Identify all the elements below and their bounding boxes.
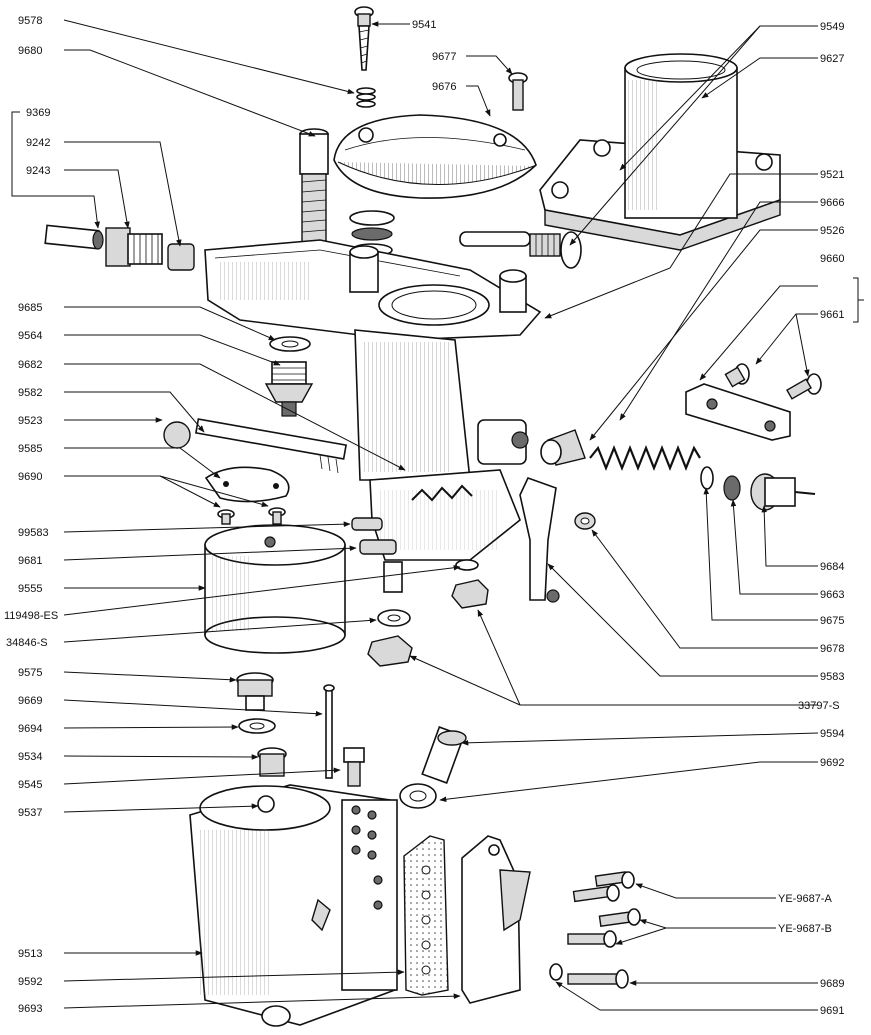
parts-artwork [44,6,822,1027]
leader-lines [11,19,864,1011]
label-9582: 9582 [18,387,42,399]
label-9681: 9681 [18,555,42,567]
label-9676: 9676 [432,81,456,93]
label-9555: 9555 [18,583,42,595]
cover-9676-drawing [333,114,537,199]
jets-lower-drawing [236,672,365,787]
label-9694: 9694 [18,723,42,735]
label-9549: 9549 [820,21,844,33]
label-9661: 9661 [820,309,844,321]
label-33797-S: 33797-S [798,700,840,712]
label-9583: 9583 [820,671,844,683]
label-119498-ES: 119498-ES [4,610,58,622]
label-9242: 9242 [26,137,50,149]
label-9369: 9369 [26,107,50,119]
label-9680: 9680 [18,45,42,57]
label-YE-9687-A: YE-9687-A [778,893,832,905]
label-9578: 9578 [18,15,42,27]
label-9692: 9692 [820,757,844,769]
label-9689: 9689 [820,978,844,990]
label-9534: 9534 [18,751,42,763]
label-9537: 9537 [18,807,42,819]
label-9682: 9682 [18,359,42,371]
label-9693: 9693 [18,1003,42,1015]
label-9521: 9521 [820,169,844,181]
label-9685: 9685 [18,302,42,314]
inlet-fittings-drawing [44,224,195,271]
throttle-spring-drawing [351,484,473,593]
label-9675: 9675 [820,615,844,627]
bracket-9660-drawing [685,363,822,441]
label-9585: 9585 [18,443,42,455]
label-9684: 9684 [820,561,844,573]
label-9513: 9513 [18,948,42,960]
stud-9680-drawing [299,128,329,243]
label-99583: 99583 [18,527,49,539]
label-9575: 9575 [18,667,42,679]
label-9690: 9690 [18,471,42,483]
screw-9677-drawing [508,72,528,111]
label-9627: 9627 [820,53,844,65]
needle-valve-drawing [459,231,582,269]
label-9669: 9669 [18,695,42,707]
washers-9578-drawing [356,87,376,108]
label-9592: 9592 [18,976,42,988]
shaft-9582-drawing [163,418,348,474]
screw-9541-drawing [354,6,374,71]
label-9243: 9243 [26,165,50,177]
label-9663: 9663 [820,589,844,601]
label-9678: 9678 [820,643,844,655]
cover-plate-9693-drawing [461,835,531,1004]
air-horn-9627-drawing [539,53,781,251]
plate-9585-drawing [204,466,290,525]
label-9564: 9564 [18,330,42,342]
part-number-labels: 9578 9541 9549 9680 9677 9627 9676 9369 … [4,15,844,1017]
jet-9682-drawing [264,336,314,417]
screws-lower-right-drawing [549,871,641,989]
label-9691: 9691 [820,1005,844,1017]
label-9523: 9523 [18,415,42,427]
label-9594: 9594 [820,728,844,740]
main-body-drawing [204,239,542,561]
lever-9583-drawing [519,477,596,603]
label-9666: 9666 [820,197,844,209]
label-9677: 9677 [432,51,456,63]
label-9545: 9545 [18,779,42,791]
label-9541: 9541 [412,19,436,31]
label-YE-9687-B: YE-9687-B [778,923,832,935]
float-bowl-9513-drawing [189,784,398,1027]
gasket-9592-drawing [403,835,449,996]
label-9526: 9526 [820,225,844,237]
label-34846-S: 34846-S [6,637,48,649]
fitting-9594-drawing [399,726,467,809]
float-9555-drawing [204,524,346,654]
nuts-washers-drawing [367,559,489,667]
label-9660: 9660 [820,253,844,265]
pump-assembly-drawing [540,429,816,511]
